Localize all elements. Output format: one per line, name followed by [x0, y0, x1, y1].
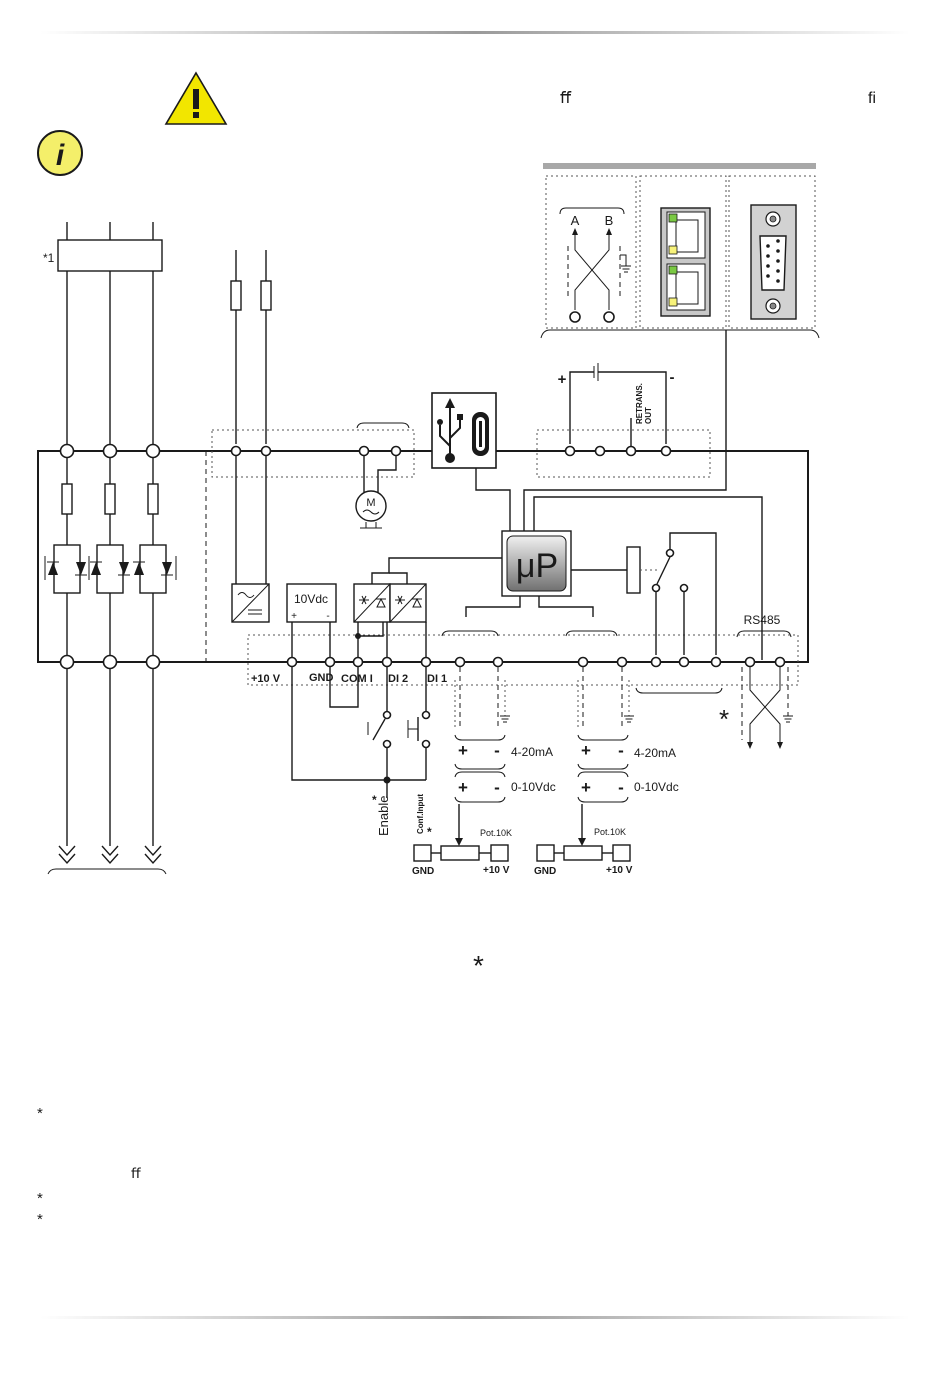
- supply-10vdc: 10Vdc + -: [287, 584, 336, 657]
- terminal-label-di2: DI 2: [388, 673, 408, 685]
- pot2-label: Pot.10K: [594, 827, 626, 837]
- thyristor-pack-2: [90, 545, 130, 593]
- retrans-label-line1: RETRANS.: [635, 383, 644, 424]
- conf-input-label: Conf.Input: [416, 794, 425, 834]
- footnote-star-center: *: [473, 950, 484, 981]
- aux-supply-section: [231, 250, 271, 622]
- analog-input-2: + - 4-20mA + - 0-10Vdc Pot.10K GND +10 V: [534, 667, 679, 877]
- pot1-gnd: GND: [412, 866, 434, 877]
- ai2-vdc-plus: +: [581, 778, 591, 797]
- comm-panel-header-bar: [543, 163, 816, 169]
- ai2-ma-minus: -: [618, 741, 624, 760]
- rs485-ab-module: A B: [560, 208, 631, 322]
- ligature-ff: ﬀ: [560, 90, 572, 107]
- terminal-label-10v: +10 V: [251, 673, 281, 685]
- microprocessor-label: μP: [516, 547, 558, 585]
- footnote-ligature-ff: ﬀ: [131, 1165, 141, 1181]
- rs485-note-star: *: [719, 704, 729, 734]
- top-rule: [40, 31, 910, 34]
- optocoupler-di: [354, 584, 426, 657]
- retrans-output: + - RETRANS. OUT: [558, 363, 675, 456]
- rj45-ethernet-icon: [661, 208, 710, 316]
- ai1-ma-plus: +: [458, 741, 468, 760]
- supply-10vdc-minus: -: [326, 611, 329, 622]
- supply-10vdc-plus: +: [291, 611, 297, 622]
- rs485-label: RS485: [744, 613, 781, 627]
- ai2-vdc-label: 0-10Vdc: [634, 780, 679, 794]
- retrans-minus: -: [670, 369, 675, 386]
- usb-c-port-icon[interactable]: [472, 412, 489, 456]
- conf-input-star: *: [427, 825, 432, 839]
- analog-input-1: + - 4-20mA + - 0-10Vdc Pot.10K GND +10 V: [412, 667, 556, 877]
- motor-label: M: [366, 497, 375, 509]
- thyristor-pack-3: [133, 545, 176, 593]
- rs485-bottom-wiring: [742, 667, 793, 749]
- footnote-star-1: *: [37, 1105, 43, 1122]
- pot2-gnd: GND: [534, 866, 556, 877]
- ai2-ma-plus: +: [581, 741, 591, 760]
- terminal-label-di1: DI 1: [427, 673, 447, 685]
- db9-connector-icon: [751, 205, 796, 319]
- enable-label: Enable: [376, 796, 391, 836]
- retrans-plus: +: [558, 371, 567, 388]
- svg-text:i: i: [56, 139, 65, 172]
- retrans-label-line2: OUT: [644, 407, 653, 424]
- ai1-vdc-label: 0-10Vdc: [511, 780, 556, 794]
- pot2-10v: +10 V: [606, 865, 633, 876]
- ai1-vdc-plus: +: [458, 778, 468, 797]
- pot1-10v: +10 V: [483, 865, 510, 876]
- footnote-star-3: *: [37, 1211, 43, 1228]
- ai1-ma-minus: -: [494, 741, 500, 760]
- terminal-b-label: B: [605, 213, 614, 228]
- supply-10vdc-label: 10Vdc: [294, 592, 328, 606]
- note-star-one: *1: [43, 251, 55, 265]
- info-circle-icon: i: [38, 131, 82, 175]
- warning-triangle-icon: [166, 73, 226, 124]
- microprocessor-block: μP: [502, 531, 571, 596]
- terminal-a-label: A: [571, 213, 580, 228]
- bottom-rule: [40, 1316, 910, 1319]
- mains-filter-box: [58, 240, 162, 271]
- terminal-label-com: COM I: [341, 673, 373, 685]
- ai1-ma-label: 4-20mA: [511, 745, 553, 759]
- ligature-fi: ﬁ: [868, 90, 876, 107]
- fan-motor-icon: M: [356, 423, 409, 528]
- pot1-label: Pot.10K: [480, 828, 512, 838]
- mains-power-section: *1: [43, 222, 176, 874]
- footnote-star-2: *: [37, 1190, 43, 1207]
- relay: [627, 533, 716, 655]
- digital-input-switches: * Enable Conf.Input *: [292, 667, 432, 839]
- ai2-vdc-minus: -: [618, 778, 624, 797]
- thyristor-pack-1: [45, 545, 89, 593]
- ai1-vdc-minus: -: [494, 778, 500, 797]
- ai2-ma-label: 4-20mA: [634, 746, 676, 760]
